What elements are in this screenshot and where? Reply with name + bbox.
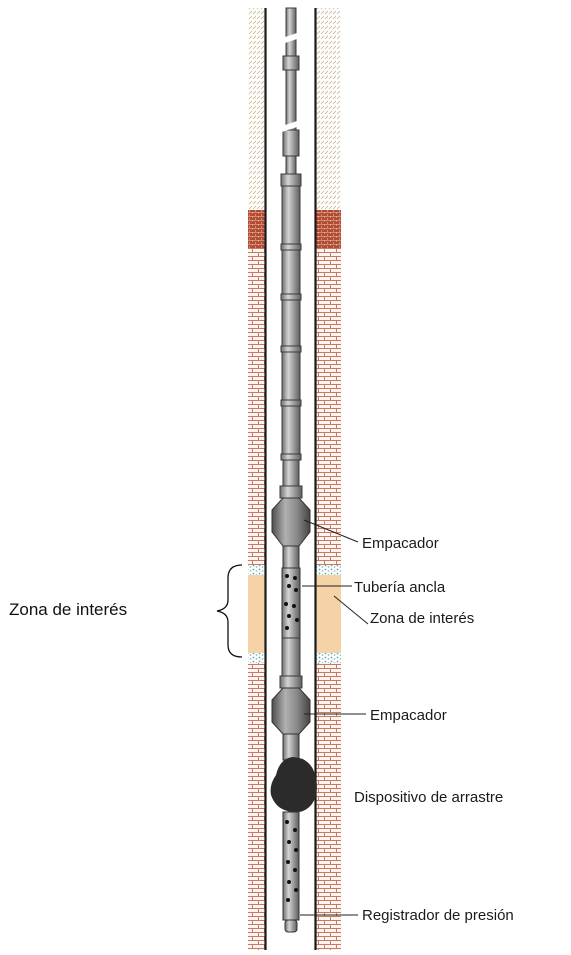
leader-lines [300, 519, 369, 916]
packer-bottom [271, 687, 311, 761]
pressure-recorder-label: Registrador de presión [362, 907, 514, 924]
zone-brace [216, 564, 243, 658]
tool-string [279, 7, 303, 499]
break-marks [282, 32, 300, 132]
anchor-pipe [281, 567, 301, 639]
drag-device-label: Dispositivo de arrastre [354, 789, 504, 806]
zone-of-interest-left-label: Zona de interés [9, 600, 128, 619]
drag-device [270, 757, 317, 813]
anchor-pipe-label: Tubería ancla [354, 579, 446, 596]
formation-left [248, 8, 265, 950]
formation-right [316, 8, 341, 950]
packer-top [271, 497, 311, 569]
packer-top-label: Empacador [362, 535, 439, 552]
zone-of-interest-right-label: Zona de interés [370, 610, 475, 627]
packer-bottom-label: Empacador [370, 707, 447, 724]
tubing-lower [279, 637, 303, 689]
pressure-recorder [282, 811, 300, 933]
